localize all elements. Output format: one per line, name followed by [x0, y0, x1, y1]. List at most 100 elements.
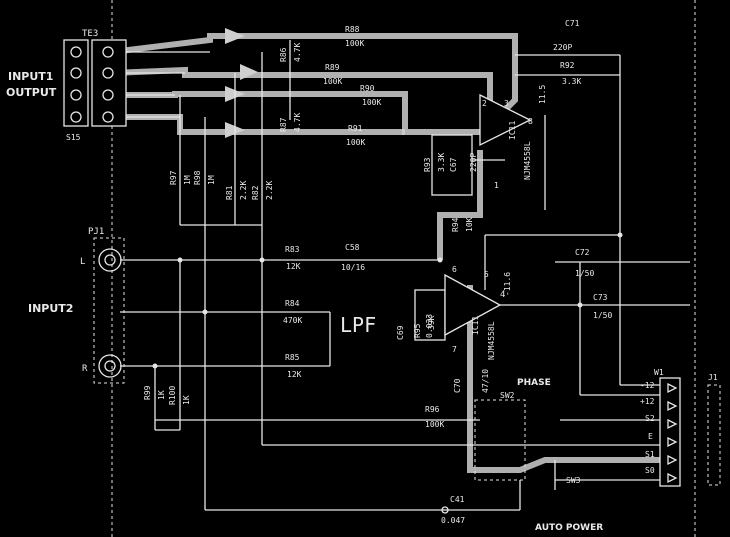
part-label-w1: W1 — [654, 368, 664, 377]
part-label-r85v: 12K — [287, 370, 302, 379]
part-label-r90: R90 — [360, 84, 375, 93]
part-label-r98: R98 — [193, 170, 202, 185]
part-label-r82v: 2.2K — [265, 181, 274, 200]
part-label-pin6: 6 — [452, 265, 457, 274]
part-label-r99v: 1K — [157, 390, 166, 400]
part-label-te3: TE3 — [82, 29, 98, 39]
part-label-r91: R91 — [348, 124, 363, 133]
title-lpf: LPF — [340, 313, 376, 337]
part-label-r83v: 12K — [286, 262, 301, 271]
part-label-njm1: NJM4558L — [523, 141, 532, 180]
part-label-r93: R93 — [423, 157, 432, 172]
part-label-c67: C67 — [449, 157, 458, 172]
part-label-r98v: 1M — [207, 175, 216, 185]
part-label-pin5: 5 — [484, 270, 489, 279]
part-label-r92v: 3.3K — [562, 77, 581, 86]
part-label-c58: C58 — [345, 243, 360, 252]
part-label-r94v: 10K — [465, 217, 474, 232]
part-label-c41: C41 — [450, 495, 465, 504]
part-label-r93v: 3.3K — [437, 153, 446, 172]
part-label-l: L — [80, 257, 85, 267]
part-label-r97: R97 — [169, 170, 178, 185]
part-label-r86: R86 — [279, 47, 288, 62]
part-label-r84v: 470K — [283, 316, 302, 325]
part-label-r100: R100 — [168, 386, 177, 405]
part-label-v116: -11.6 — [503, 272, 512, 296]
part-label-r81: R81 — [225, 185, 234, 200]
part-label-r90v: 100K — [362, 98, 381, 107]
part-label-s0: S0 — [645, 466, 655, 475]
opamp-ic11-upper — [479, 93, 532, 147]
part-label-c72v: 1/50 — [575, 269, 594, 278]
part-label-r96v: 100K — [425, 420, 444, 429]
part-label-r87v: 4.7K — [293, 113, 302, 132]
part-label-m12: -12 — [640, 381, 655, 390]
part-label-c41v: 0.047 — [441, 516, 465, 525]
part-label-pin7: 7 — [452, 345, 457, 354]
part-label-p12: +12 — [640, 397, 655, 406]
part-label-v115: 11.5 — [538, 85, 547, 104]
part-label-c69: C69 — [396, 325, 405, 340]
part-label-njm2: NJM4558L — [487, 321, 496, 360]
part-label-r81v: 2.2K — [239, 181, 248, 200]
part-label-pin8: 8 — [528, 117, 533, 126]
part-label-r99: R99 — [143, 385, 152, 400]
part-label-ic11b: IC11 — [471, 316, 480, 335]
part-label-c70: C70 — [453, 378, 462, 393]
part-label-r97v: 1M — [183, 175, 192, 185]
part-label-r84: R84 — [285, 299, 300, 308]
connector-w1 — [659, 377, 721, 487]
part-label-pj1: PJ1 — [88, 227, 104, 237]
part-label-pin3: 3 — [504, 99, 509, 108]
part-label-c70v: 47/10 — [481, 369, 490, 393]
part-label-e: E — [648, 432, 653, 441]
part-label-c69v: 0.033 — [425, 314, 434, 338]
title-input1: INPUT1 — [8, 70, 53, 83]
part-label-pin2: 2 — [482, 99, 487, 108]
part-label-c58v: 10/16 — [341, 263, 365, 272]
part-label-c71v: 220P — [553, 43, 572, 52]
part-label-r85: R85 — [285, 353, 300, 362]
part-label-r92: R92 — [560, 61, 575, 70]
part-label-r89: R89 — [325, 63, 340, 72]
part-label-r91v: 100K — [346, 138, 365, 147]
part-label-r95: R95 — [413, 323, 422, 338]
part-label-c71: C71 — [565, 19, 580, 28]
part-label-j1: J1 — [708, 373, 718, 382]
part-label-r89v: 100K — [323, 77, 342, 86]
part-label-r: R — [82, 364, 88, 374]
part-label-r96: R96 — [425, 405, 440, 414]
part-label-c73: C73 — [593, 293, 608, 302]
title-phase: PHASE — [517, 378, 551, 388]
part-label-r87: R87 — [279, 117, 288, 132]
part-label-s2: S2 — [645, 414, 655, 423]
part-label-r100v: 1K — [182, 395, 191, 405]
part-label-c67v: 220P — [469, 153, 478, 172]
part-label-r95v: 39K — [427, 315, 436, 330]
part-label-ic11a: IC11 — [508, 121, 517, 140]
part-label-r94: R94 — [451, 217, 460, 232]
part-label-pin4: 4 — [500, 290, 505, 300]
part-label-pin1: 1 — [494, 181, 499, 190]
jack-pj1 — [93, 237, 125, 384]
switch-sw2-box — [474, 399, 526, 481]
part-label-sw3: SW3 — [566, 476, 581, 485]
opamp-ic11-lower — [444, 273, 502, 337]
connector-te3 — [63, 39, 127, 127]
labels-group: TE3S15PJ1LRR88100KR89100KR90100KR91100KR… — [6, 19, 718, 533]
part-label-c73v: 1/50 — [593, 311, 612, 320]
part-label-r82: R82 — [251, 185, 260, 200]
part-label-sw2: SW2 — [500, 391, 515, 400]
title-auto-power: AUTO POWER — [535, 523, 603, 533]
part-label-r83: R83 — [285, 245, 300, 254]
part-label-r88: R88 — [345, 25, 360, 34]
title-input2: INPUT2 — [28, 302, 73, 315]
part-label-s1: S1 — [645, 450, 655, 459]
title-output: OUTPUT — [6, 86, 57, 99]
part-label-r88v: 100K — [345, 39, 364, 48]
part-label-c72: C72 — [575, 248, 590, 257]
part-label-r86v: 4.7K — [293, 43, 302, 62]
part-label-s15: S15 — [66, 133, 81, 142]
